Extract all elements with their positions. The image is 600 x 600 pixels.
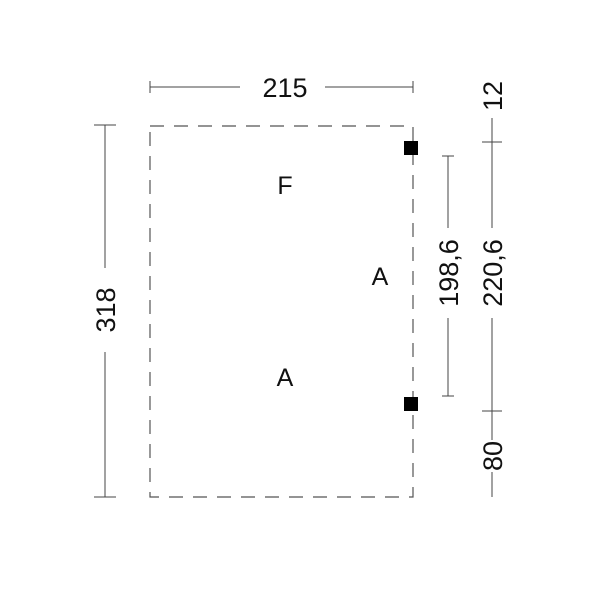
top-dimension: 215 — [149, 73, 414, 103]
left-dimension: 318 — [91, 124, 121, 498]
right-bottom-label: 80 — [478, 441, 508, 471]
post-top — [404, 141, 418, 155]
zone-label-top: F — [277, 172, 292, 200]
top-width-label: 215 — [262, 73, 307, 103]
post-bottom — [404, 397, 418, 411]
right-dimension: 12 220,6 80 — [478, 81, 508, 497]
right-total-label: 220,6 — [478, 239, 508, 307]
zone-label-right: A — [372, 263, 389, 291]
right-top-label: 12 — [478, 81, 508, 111]
roof-outline — [149, 125, 414, 498]
inner-span-label: 198,6 — [434, 239, 464, 307]
zone-label-bottom: A — [277, 364, 294, 392]
inner-span-dimension: 198,6 — [434, 155, 464, 397]
left-height-label: 318 — [91, 287, 121, 332]
